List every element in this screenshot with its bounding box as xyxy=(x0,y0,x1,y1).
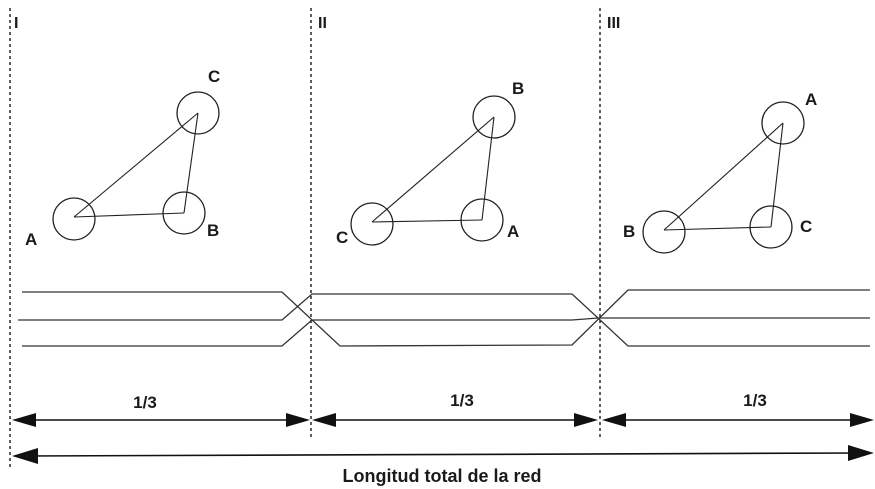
node-label-a: A xyxy=(25,230,37,249)
arrow-right-icon xyxy=(574,413,598,427)
edge xyxy=(663,122,784,231)
node-label-c: C xyxy=(208,67,220,86)
arrow-left-icon xyxy=(312,413,336,427)
conductor-line xyxy=(22,289,870,347)
arrow-right-icon xyxy=(848,445,874,461)
segment-fraction-label-2: 1/3 xyxy=(450,391,474,410)
transposed-conductors xyxy=(18,289,870,347)
node-label-b: B xyxy=(623,222,635,241)
conductor-node xyxy=(749,205,793,249)
node-label-b: B xyxy=(512,79,524,98)
conductor-node xyxy=(350,202,394,246)
total-length-label: Longitud total de la red xyxy=(343,466,542,486)
conductor-node xyxy=(52,197,96,241)
segment-fraction-label-1: 1/3 xyxy=(133,393,157,412)
section-label-1: I xyxy=(14,15,18,32)
edge xyxy=(73,112,199,218)
conductor-node xyxy=(472,95,516,139)
total-length-dimension: Longitud total de la red xyxy=(12,445,874,486)
section-label-2: II xyxy=(318,15,327,32)
total-length-line xyxy=(23,452,863,457)
conductor-node xyxy=(642,210,686,254)
edge xyxy=(371,219,483,223)
section-1-conductor-arrangement: A B C xyxy=(25,67,220,249)
arrow-left-icon xyxy=(12,448,38,464)
conductor-line xyxy=(22,317,870,347)
section-3-conductor-arrangement: B C A xyxy=(623,90,817,254)
conductor-line xyxy=(18,293,870,321)
node-label-b: B xyxy=(207,221,219,240)
arrow-left-icon xyxy=(12,413,36,427)
edge xyxy=(481,116,495,221)
segment-fraction-label-3: 1/3 xyxy=(743,391,767,410)
node-label-c: C xyxy=(800,217,812,236)
section-label-3: III xyxy=(607,15,620,32)
section-2-conductor-arrangement: C A B xyxy=(336,79,524,247)
node-label-a: A xyxy=(507,222,519,241)
node-label-c: C xyxy=(336,228,348,247)
edge xyxy=(183,112,199,214)
arrow-right-icon xyxy=(850,413,874,427)
arrow-left-icon xyxy=(602,413,626,427)
edge xyxy=(371,116,495,223)
edge xyxy=(663,226,772,231)
segment-dimensions: 1/3 1/3 1/3 xyxy=(12,391,874,427)
node-label-a: A xyxy=(805,90,817,109)
edge xyxy=(73,212,185,218)
conductor-node xyxy=(162,191,206,235)
arrow-right-icon xyxy=(286,413,310,427)
edge xyxy=(770,122,784,228)
conductor-node xyxy=(176,91,220,135)
conductor-node xyxy=(761,101,805,145)
conductor-node xyxy=(460,198,504,242)
